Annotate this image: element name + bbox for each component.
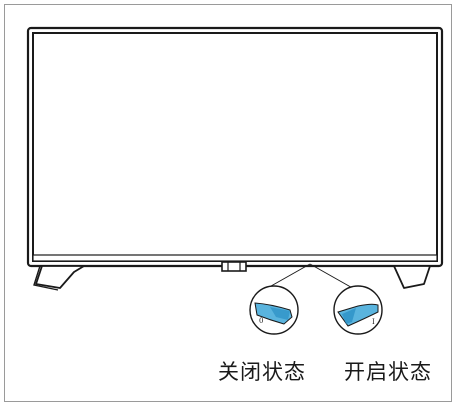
tv-left-foot — [35, 265, 85, 289]
tv-right-foot — [393, 265, 431, 289]
tv-bottom-bezel — [32, 254, 438, 262]
tv-screen — [32, 32, 438, 262]
power-switch-housing — [221, 261, 247, 272]
switch-on-mark: I — [372, 318, 375, 326]
on-state-label: 开启状态 — [344, 360, 432, 384]
switch-off-callout: 0 — [249, 285, 299, 335]
switch-off-rocker — [254, 302, 293, 325]
off-state-label: 关闭状态 — [218, 360, 306, 384]
tv-body — [26, 26, 444, 268]
switch-off-mark: 0 — [259, 317, 263, 325]
switch-on-callout: I — [333, 285, 383, 335]
